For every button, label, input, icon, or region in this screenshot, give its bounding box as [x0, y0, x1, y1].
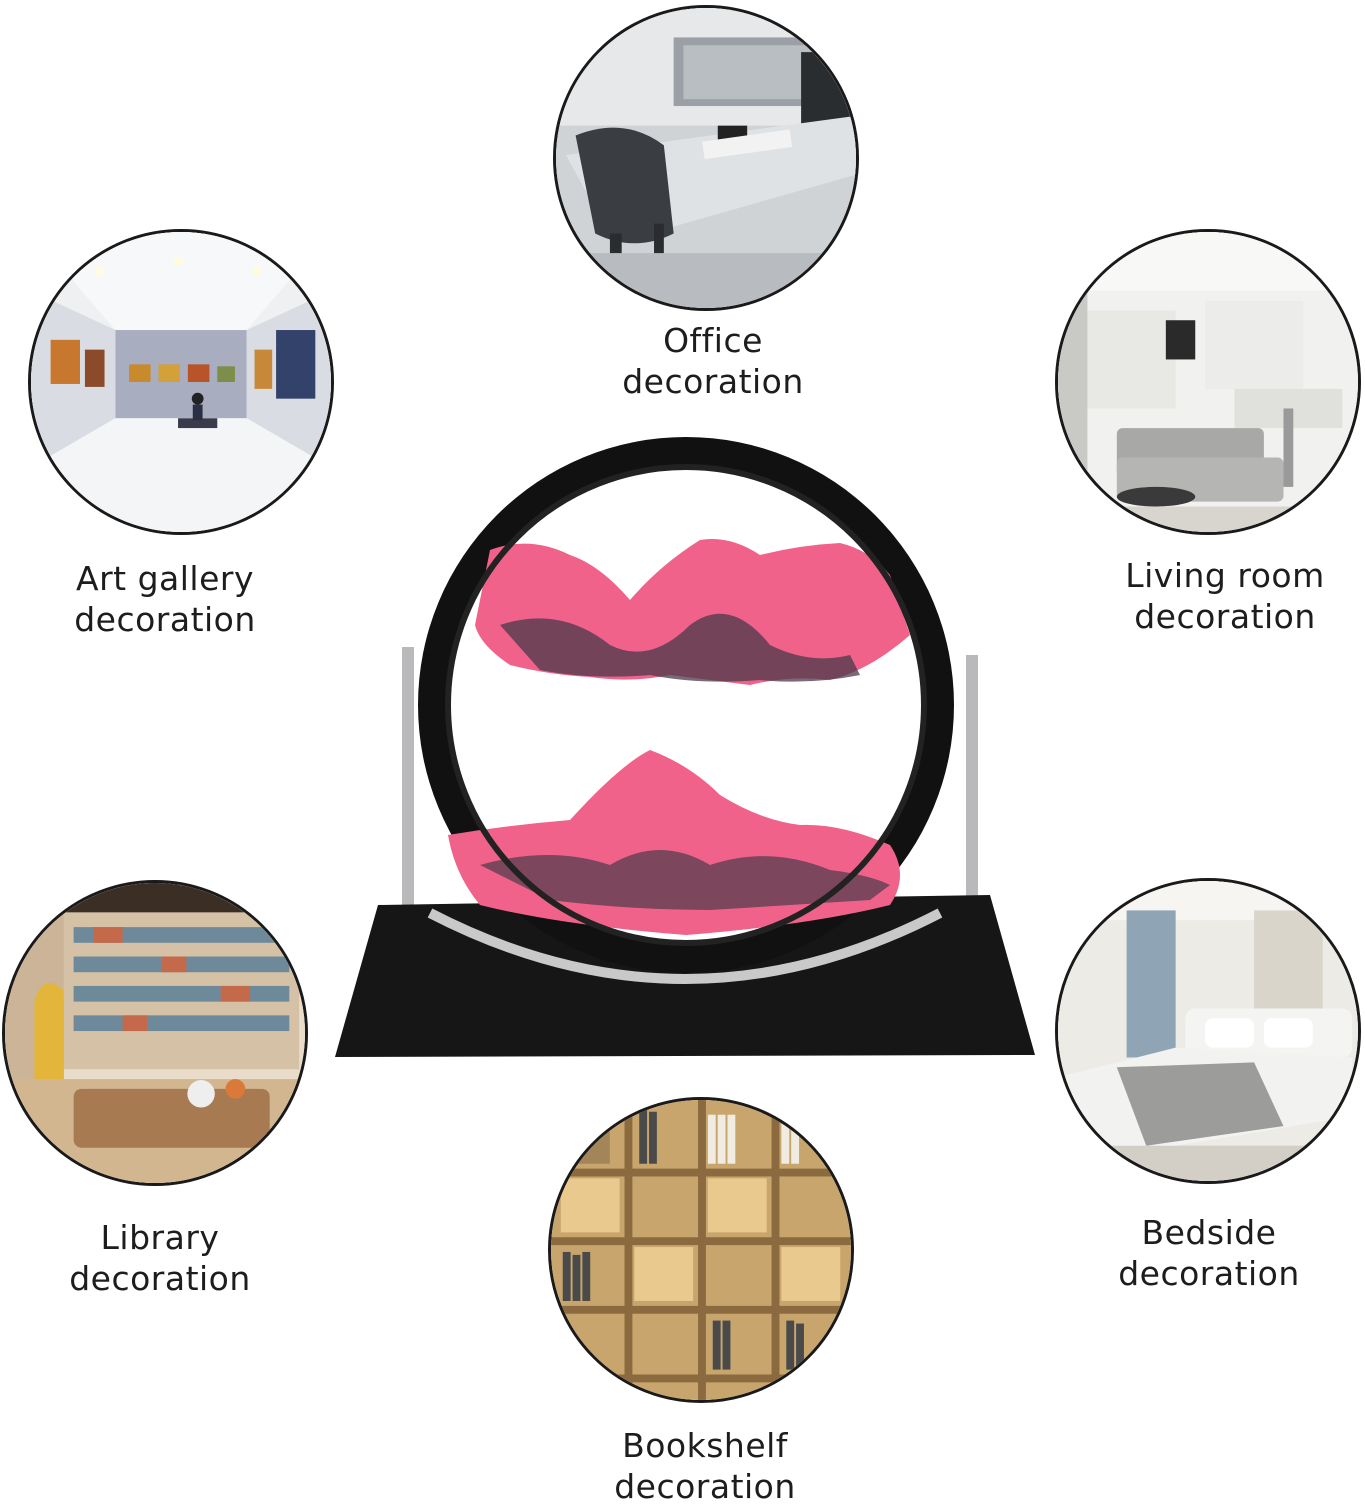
bookshelf-caption-line1: Bookshelf [622, 1426, 788, 1465]
art-gallery-caption-line2: decoration [74, 600, 256, 639]
bookshelf-caption: Bookshelf decoration [552, 1425, 858, 1507]
right-pole [966, 655, 978, 915]
bookshelf-caption-line2: decoration [614, 1467, 796, 1506]
living-room-caption-line1: Living room [1125, 556, 1325, 595]
inner-frame-edge [445, 464, 927, 946]
bedside-caption-line2: decoration [1118, 1254, 1300, 1293]
library-caption-line1: Library [100, 1218, 220, 1257]
art-gallery-caption: Art gallery decoration [12, 558, 318, 640]
office-caption-line2: decoration [622, 362, 804, 401]
bedside-scene-image [1055, 878, 1361, 1184]
office-scene-image [553, 5, 859, 311]
living-room-caption-line2: decoration [1134, 597, 1316, 636]
bookshelf-scene-image [548, 1097, 854, 1403]
office-caption: Office decoration [560, 320, 866, 402]
bedside-caption: Bedside decoration [1056, 1212, 1362, 1294]
sand-art-product-image [335, 437, 1035, 1057]
living-room-caption: Living room decoration [1072, 555, 1365, 637]
left-pole [402, 647, 414, 907]
bottom-sand-dark-streak [480, 850, 890, 910]
art-gallery-caption-line1: Art gallery [76, 559, 254, 598]
library-caption: Library decoration [7, 1217, 313, 1299]
top-sand-dark-streak [500, 613, 860, 682]
office-caption-line1: Office [663, 321, 763, 360]
bedside-caption-line1: Bedside [1141, 1213, 1277, 1252]
library-scene-image [2, 880, 308, 1186]
library-caption-line2: decoration [69, 1259, 251, 1298]
base-cradle [427, 908, 943, 984]
living-room-scene-image [1055, 229, 1361, 535]
art-gallery-scene-image [28, 229, 334, 535]
